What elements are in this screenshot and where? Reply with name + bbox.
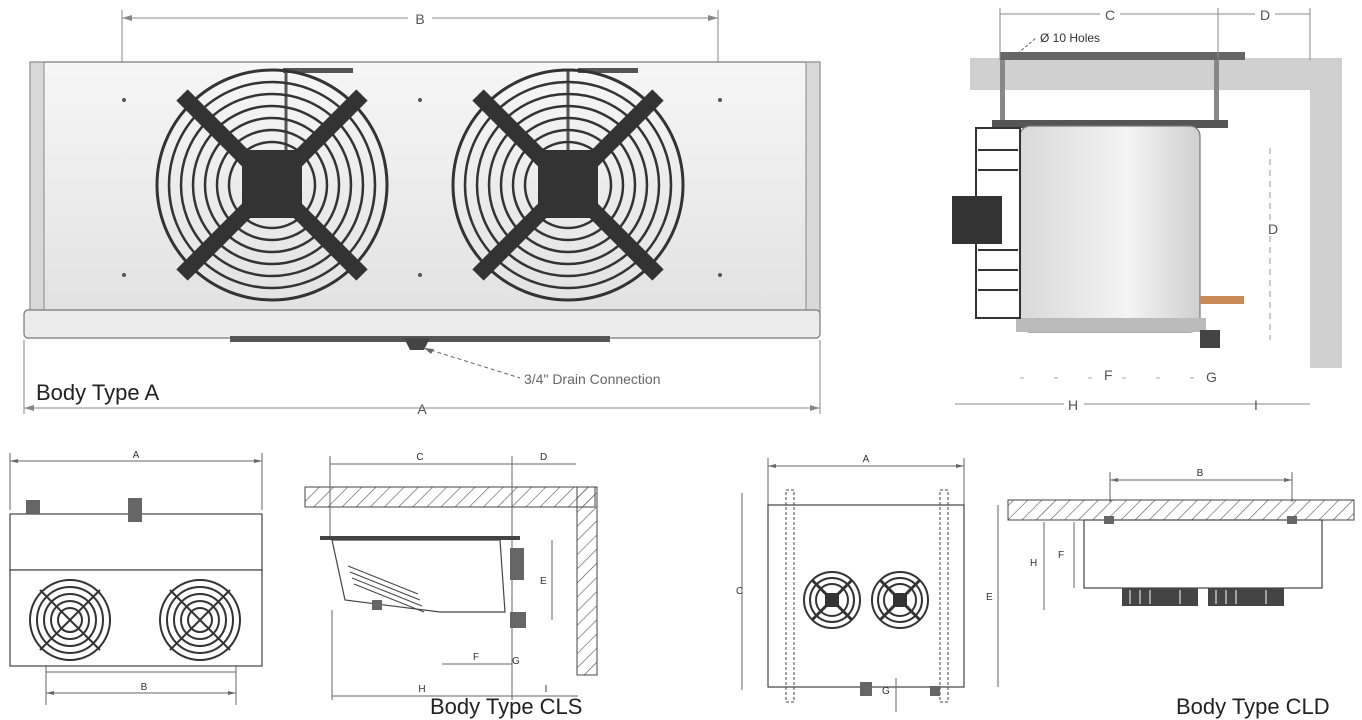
cls-dimension-b-label: B [141,682,148,693]
cls-dimension-g-label: G [512,656,520,667]
dimension-a-line [23,340,821,414]
cld-dimension-b-label: B [1197,468,1204,479]
unit-side-body [1019,125,1201,333]
dimension-g-label: G [1206,369,1217,385]
cld-coil-right [1208,588,1284,606]
wall-section [1310,58,1342,368]
cld-dimension-c-label: C [736,586,743,597]
dimension-f-label: F [1104,367,1113,383]
dimension-a-label: A [417,401,427,417]
body-type-cls-caption: Body Type CLS [430,694,582,719]
cls-dimension-i-label: I [545,684,548,695]
drip-tray [23,309,821,339]
dimension-d-top-label: D [1260,7,1270,23]
cls-dimension-a-label: A [133,450,140,461]
cld-dimension-g-label: G [882,686,890,697]
drain-fitting [404,338,430,350]
cld-side-drawing: B F H Body Type CLD [1007,468,1355,719]
cls-side-drawing: C D E F G H I Body Type CLS [304,452,598,719]
dimension-b-label: B [415,11,424,27]
cls-front-drawing: A B [9,450,263,705]
cls-fan-right [159,579,241,661]
cld-dimension-e-label: E [986,592,993,603]
dimension-e-label: D [1268,221,1278,237]
refrigerant-pipe [1200,296,1244,304]
cld-fan-right [871,571,929,629]
body-type-a-drawing: B [23,10,821,417]
fan-guard-right [451,68,685,302]
body-type-a-caption: Body Type A [36,380,159,405]
fan-motor [952,196,1002,244]
cls-fan-left [29,579,111,661]
body-type-cld-caption: Body Type CLD [1176,694,1330,719]
drain-connection-label: 3/4" Drain Connection [524,371,661,387]
cls-dimension-d-label: D [540,452,547,463]
cld-fan-left [803,571,861,629]
dimension-i-label: I [1254,397,1258,413]
holes-label: Ø 10 Holes [1040,31,1100,45]
cld-dimension-f-label: F [1058,550,1064,561]
cls-dimension-e-label: E [540,576,547,587]
cld-dimension-a-label: A [863,454,870,465]
ceiling-section [970,58,1342,90]
cls-dimension-h-label: H [418,684,425,695]
cls-dimension-f-label: F [473,652,479,663]
dimension-c-label: C [1105,7,1115,23]
cld-front-drawing: A C E G [736,454,999,712]
side-view-drawing: C D Ø 10 Holes D F G H I [952,6,1342,413]
dimension-h-label: H [1068,397,1078,413]
dimension-b-line [121,10,719,62]
unit-housing [29,61,821,313]
cld-coil-left [1122,588,1198,606]
cld-dimension-h-label: H [1030,558,1037,569]
cls-dimension-c-label: C [416,452,423,463]
fan-guard-left [155,68,389,302]
